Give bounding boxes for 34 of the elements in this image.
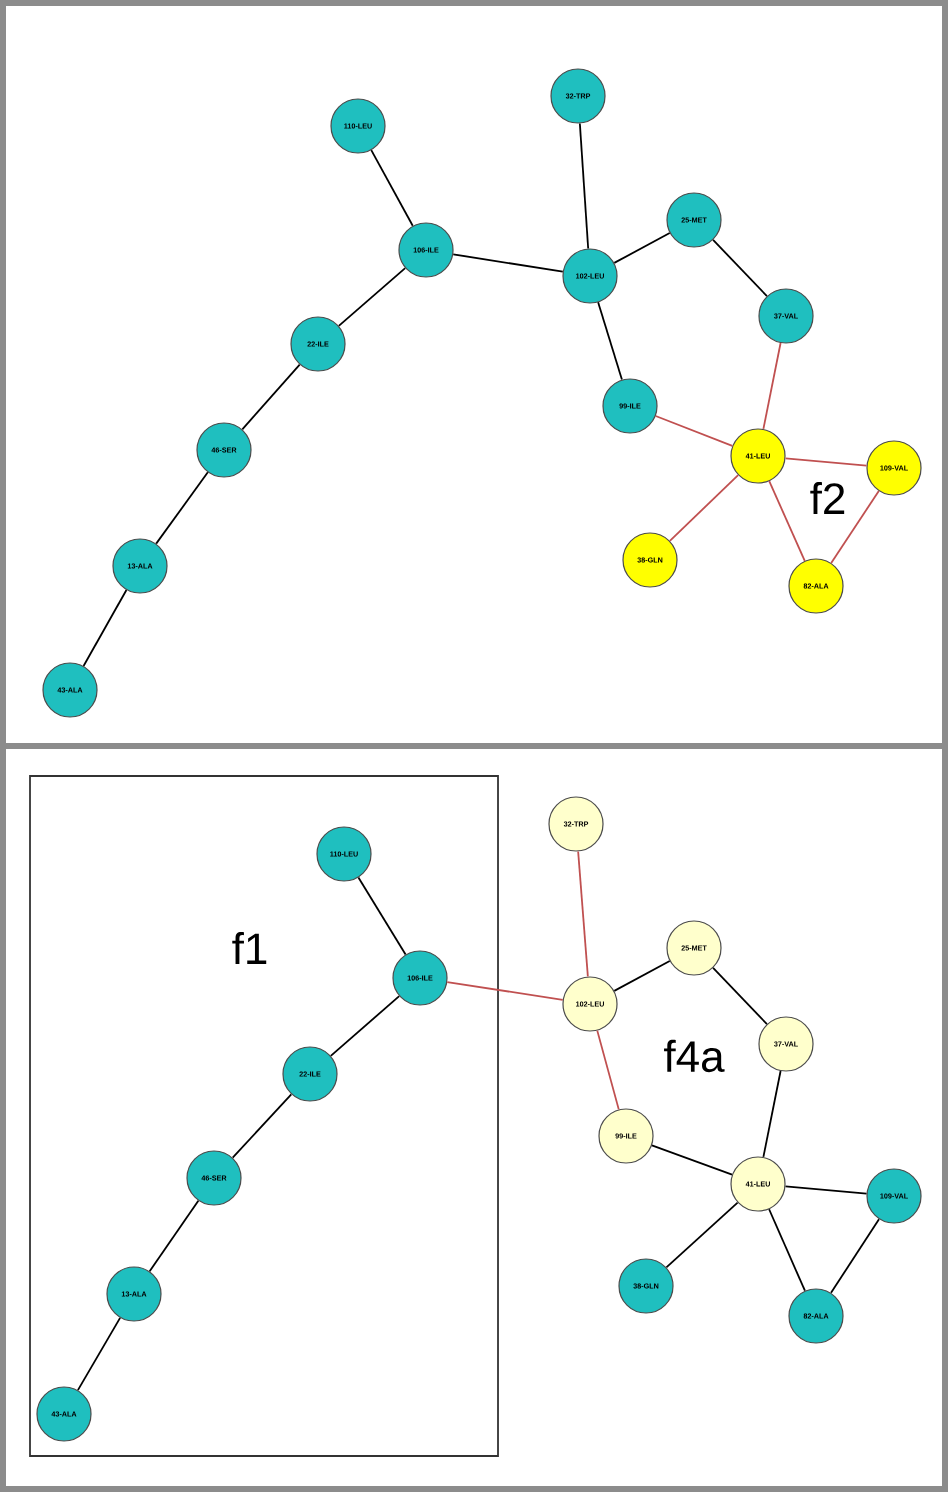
- edge-line: [357, 876, 407, 956]
- edge-line: [77, 1316, 121, 1392]
- edge-line: [665, 1201, 739, 1269]
- edge-line: [712, 967, 768, 1025]
- edge-line: [148, 1199, 200, 1273]
- group-label: f4a: [664, 1039, 725, 1073]
- edge-line: [231, 1093, 293, 1159]
- edge-line: [452, 253, 564, 273]
- edge-line: [329, 995, 401, 1057]
- edge-line: [669, 474, 740, 542]
- edge-line: [613, 960, 671, 992]
- edge-line: [654, 415, 734, 447]
- edge-line: [597, 301, 623, 381]
- edge-line: [830, 1218, 880, 1294]
- edge-line: [155, 471, 209, 545]
- edge-line: [596, 1029, 620, 1111]
- edge-line: [830, 490, 880, 564]
- edge-line: [784, 1185, 868, 1195]
- edge-line: [370, 149, 414, 227]
- edge-line: [241, 363, 301, 431]
- edge-line: [762, 1070, 782, 1158]
- edge-line: [768, 1208, 806, 1292]
- edge-line: [712, 239, 768, 297]
- edge-line: [762, 342, 782, 430]
- edge-line: [578, 122, 590, 250]
- edge-line: [577, 850, 589, 978]
- group-label: f2: [810, 482, 845, 514]
- edge-line: [768, 480, 806, 562]
- edge-line: [613, 232, 671, 264]
- edge-line: [82, 589, 128, 667]
- edge-line: [651, 1144, 733, 1176]
- edge-line: [337, 267, 407, 327]
- edge-line: [784, 457, 868, 467]
- edge-line: [446, 981, 564, 1001]
